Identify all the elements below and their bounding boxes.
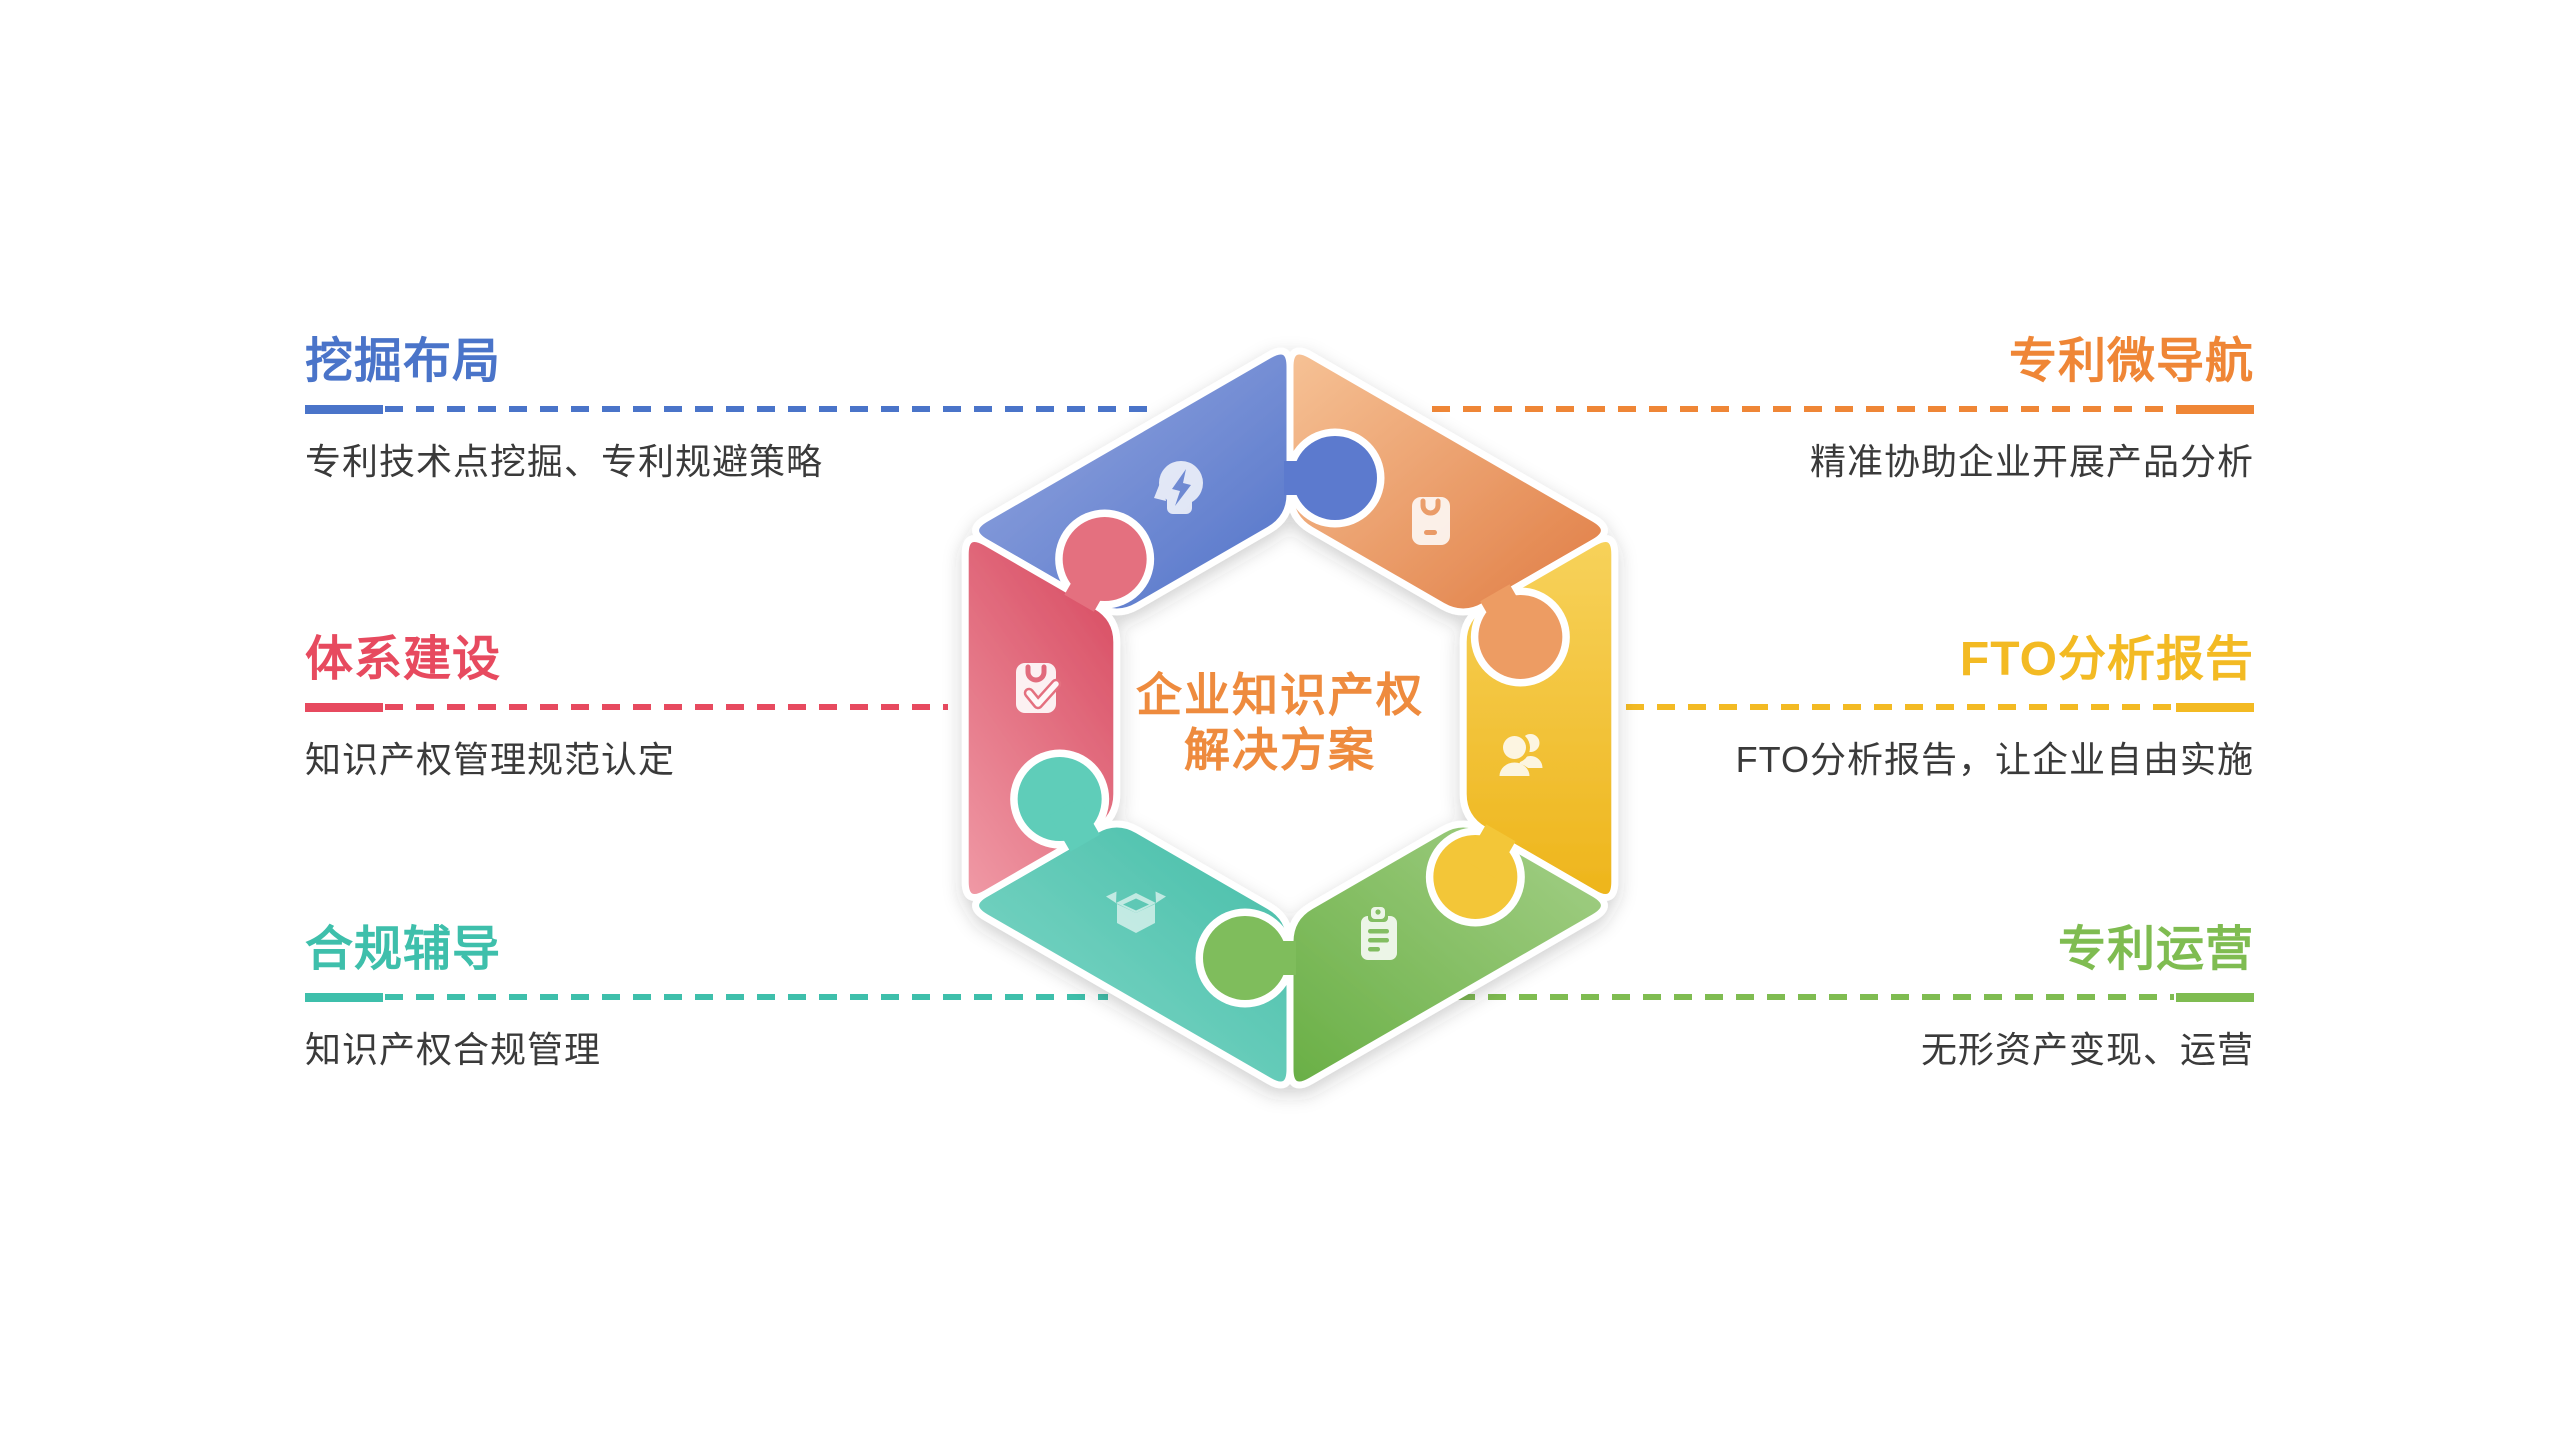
section-subtitle: FTO分析报告，让企业自由实施	[1735, 739, 2254, 780]
section-divider	[1624, 702, 2254, 712]
section-divider	[305, 992, 1110, 1002]
divider-dashed-line	[385, 704, 948, 710]
section-heading: 挖掘布局	[305, 335, 502, 388]
section-divider	[1430, 404, 2254, 414]
puzzle-knob-neck-patent-operation	[1254, 941, 1296, 975]
puzzle-knob-patent-operation	[1203, 916, 1287, 1000]
section-subtitle: 专利技术点挖掘、专利规避策略	[305, 441, 824, 482]
center-title: 企业知识产权 解决方案	[1136, 668, 1424, 778]
section-heading: 专利微导航	[2008, 335, 2254, 388]
section-block-mining-layout: 挖掘布局 专利技术点挖掘、专利规避策略	[305, 334, 1150, 485]
section-block-patent-operation: 专利运营 无形资产变现、运营	[1424, 922, 2254, 1073]
section-block-compliance-coaching: 合规辅导 知识产权合规管理	[305, 922, 1110, 1073]
section-subtitle: 知识产权管理规范认定	[305, 739, 676, 780]
divider-dashed-line	[385, 994, 1108, 1000]
section-heading: FTO分析报告	[1959, 633, 2254, 686]
open-box-icon	[1104, 882, 1168, 946]
divider-dashed-line	[1432, 406, 2174, 412]
divider-solid-bar	[2176, 702, 2254, 712]
section-block-fto-report: FTO分析报告 FTO分析报告，让企业自由实施	[1624, 632, 2254, 783]
puzzle-hexagon	[961, 347, 1619, 1089]
puzzle-knob-mining-layout	[1293, 436, 1377, 520]
center-title-line2: 解决方案	[1184, 724, 1376, 776]
divider-dashed-line	[1426, 994, 2174, 1000]
section-subtitle: 精准协助企业开展产品分析	[1809, 441, 2254, 482]
section-heading: 专利运营	[2057, 923, 2254, 976]
section-subtitle: 知识产权合规管理	[305, 1029, 602, 1070]
divider-dashed-line	[1626, 704, 2174, 710]
section-block-patent-micro-nav: 专利微导航 精准协助企业开展产品分析	[1430, 334, 2254, 485]
divider-solid-bar	[2176, 992, 2254, 1002]
puzzle-knob-neck-mining-layout	[1284, 461, 1326, 495]
puzzle-pieces-group	[961, 347, 1619, 1089]
section-subtitle: 无形资产变现、运营	[1920, 1029, 2254, 1070]
section-divider	[305, 702, 950, 712]
puzzle-knob-neck-fto-report	[1465, 824, 1516, 878]
center-title-line1: 企业知识产权	[1136, 669, 1424, 721]
clipboard-icon	[1346, 904, 1410, 968]
puzzle-knob-neck-patent-micro-nav	[1480, 584, 1531, 638]
section-heading: 合规辅导	[305, 923, 502, 976]
divider-solid-bar	[2176, 404, 2254, 414]
section-divider	[1424, 992, 2254, 1002]
section-heading: 体系建设	[305, 633, 502, 686]
users-icon	[1489, 722, 1553, 786]
divider-solid-bar	[305, 702, 383, 712]
divider-solid-bar	[305, 404, 383, 414]
head-lightning-icon	[1145, 456, 1209, 520]
section-divider	[305, 404, 1150, 414]
puzzle-knob-neck-compliance-coaching	[1049, 798, 1100, 852]
shopping-bag-icon	[1398, 489, 1462, 553]
bag-check-icon	[1004, 657, 1068, 721]
divider-solid-bar	[305, 992, 383, 1002]
section-block-system-building: 体系建设 知识产权管理规范认定	[305, 632, 950, 783]
puzzle-knob-neck-system-building	[1064, 558, 1115, 612]
divider-dashed-line	[385, 406, 1148, 412]
